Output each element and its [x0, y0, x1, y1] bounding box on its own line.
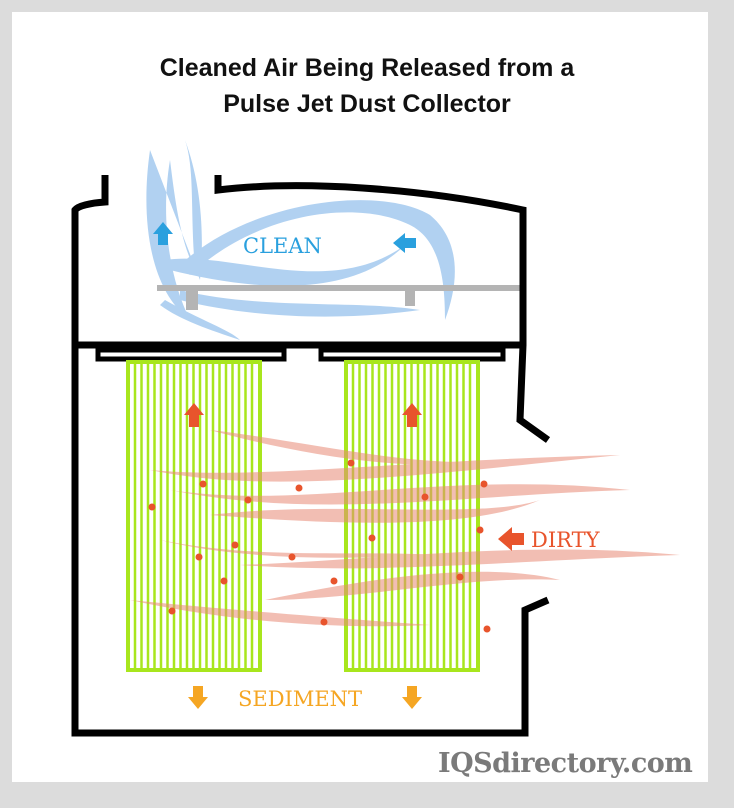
- title-line-2: Pulse Jet Dust Collector: [223, 90, 511, 118]
- dust-particle: [220, 577, 228, 585]
- dust-particle: [421, 493, 429, 501]
- dust-particle: [195, 553, 203, 561]
- filter-bag-left: [126, 360, 262, 672]
- dust-particle: [368, 534, 376, 542]
- dirty-arrow-left: [498, 527, 524, 551]
- pulse-nozzle-left: [186, 291, 198, 310]
- dust-particles: [148, 459, 491, 633]
- clean-arrow-up: [153, 222, 173, 245]
- dust-particle: [320, 618, 328, 626]
- dust-particle: [476, 526, 484, 534]
- dust-particle: [168, 607, 176, 615]
- dust-particle: [456, 573, 464, 581]
- sediment-arrow-right: [402, 686, 422, 709]
- diagram-title: Cleaned Air Being Released from a Pulse …: [0, 50, 734, 122]
- collector-housing: [71, 175, 551, 737]
- dust-particle: [483, 625, 491, 633]
- dust-particle: [244, 496, 252, 504]
- dirty-air-flow: [130, 430, 680, 627]
- title-line-1: Cleaned Air Being Released from a: [159, 54, 575, 82]
- pulse-pipe: [157, 285, 523, 310]
- clean-arrow-left: [393, 233, 416, 253]
- clean-air-flow: [146, 140, 455, 340]
- dust-particle: [347, 459, 355, 467]
- dirty-label: DIRTY: [531, 528, 601, 552]
- clean-label: CLEAN: [243, 234, 322, 258]
- pulse-nozzle-right: [405, 291, 415, 306]
- dust-particle: [480, 480, 488, 488]
- dust-particle: [231, 541, 239, 549]
- sediment-label: SEDIMENT: [238, 687, 362, 711]
- iqsdirectory-logo: IQSdirectory.com: [438, 748, 693, 779]
- dirty-arrow-up-right: [402, 403, 422, 427]
- dust-particle: [295, 484, 303, 492]
- dust-particle: [330, 577, 338, 585]
- sediment-arrow-left: [188, 686, 208, 709]
- dust-particle: [288, 553, 296, 561]
- dust-particle: [199, 480, 207, 488]
- dust-particle: [148, 503, 156, 511]
- dirty-arrow-up-left: [184, 403, 204, 427]
